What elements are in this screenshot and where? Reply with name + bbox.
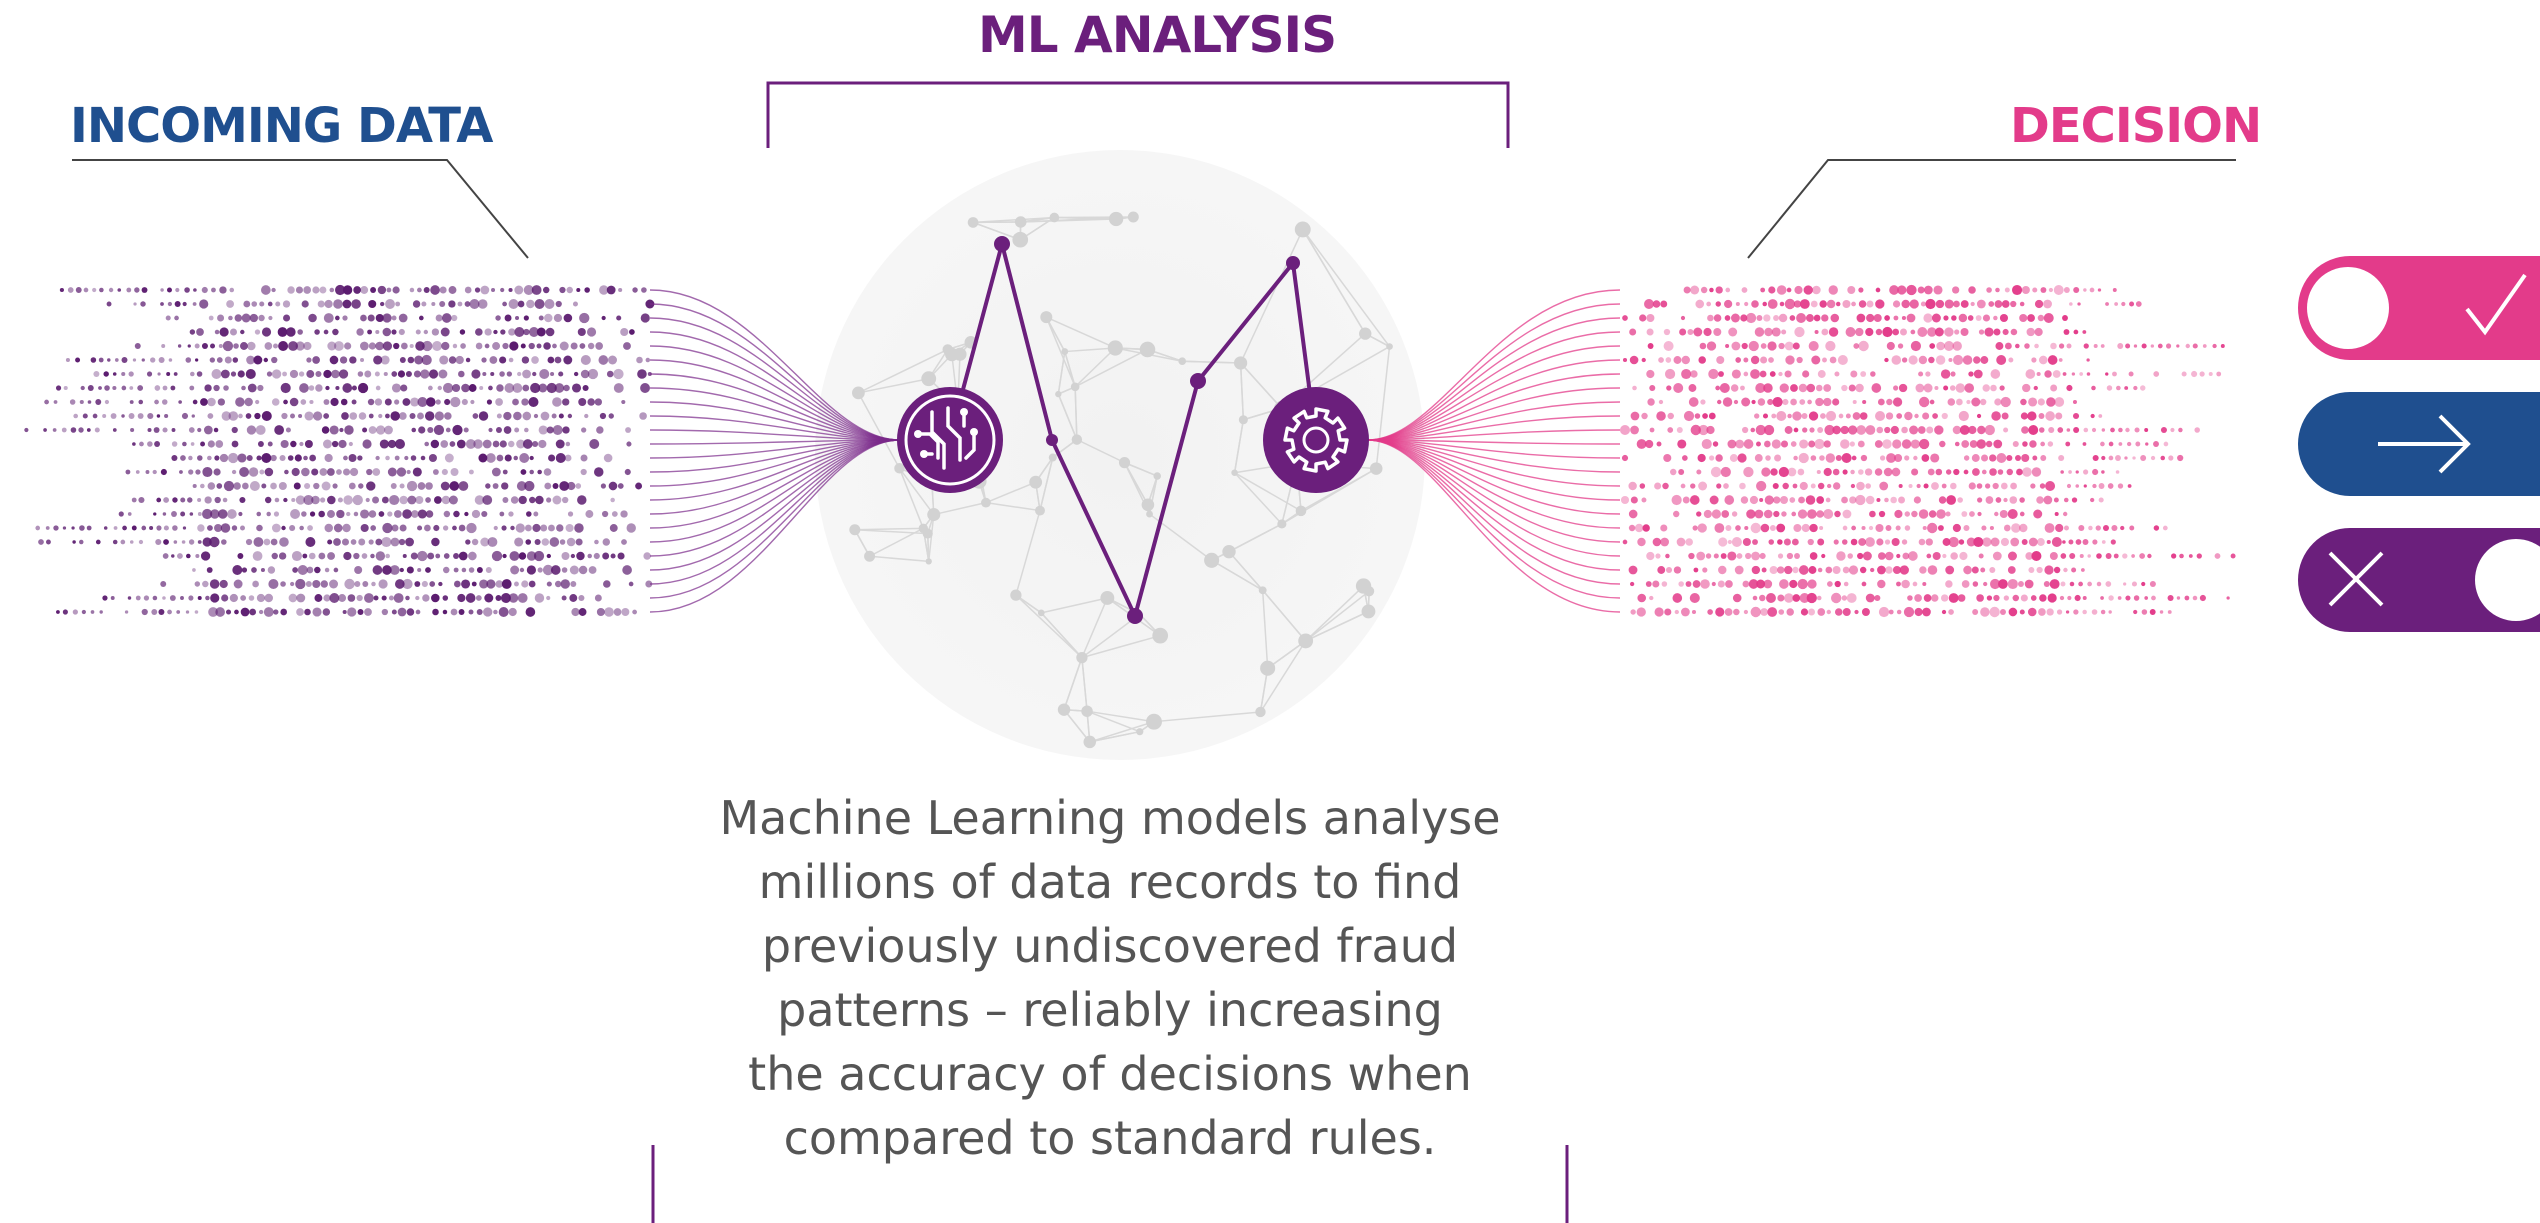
circuit-brain-icon <box>897 387 1003 493</box>
arrow-right-icon <box>2378 414 2471 474</box>
caption-line: previously undiscovered fraud <box>761 919 1459 973</box>
caption-line: Machine Learning models analyse <box>719 791 1501 845</box>
gear-icon <box>1263 387 1369 493</box>
incoming-data-title: INCOMING DATA <box>70 98 493 154</box>
incoming-data-leader <box>72 159 529 259</box>
decision-data-stream <box>1367 284 2236 618</box>
caption-line: compared to standard rules. <box>783 1111 1437 1165</box>
caption: Machine Learning models analyse millions… <box>640 786 1580 1170</box>
decision-leader <box>1747 159 2236 259</box>
decision-toggles <box>2298 256 2540 632</box>
ml-analysis-title: ML ANALYSIS <box>978 6 1337 64</box>
cross-icon <box>2328 551 2384 607</box>
caption-line: millions of data records to find <box>758 855 1462 909</box>
approve-toggle <box>2298 256 2540 360</box>
ml-analysis-bracket <box>766 81 1510 148</box>
decision-title: DECISION <box>2010 98 2262 154</box>
caption-line: the accuracy of decisions when <box>748 1047 1472 1101</box>
forward-toggle <box>2298 392 2540 496</box>
reject-toggle <box>2298 528 2540 632</box>
network-globe <box>815 150 1425 760</box>
caption-line: patterns – reliably increasing <box>777 983 1443 1037</box>
analysis-path <box>948 236 1318 624</box>
checkmark-icon <box>2465 273 2527 336</box>
incoming-data-stream <box>24 284 901 617</box>
